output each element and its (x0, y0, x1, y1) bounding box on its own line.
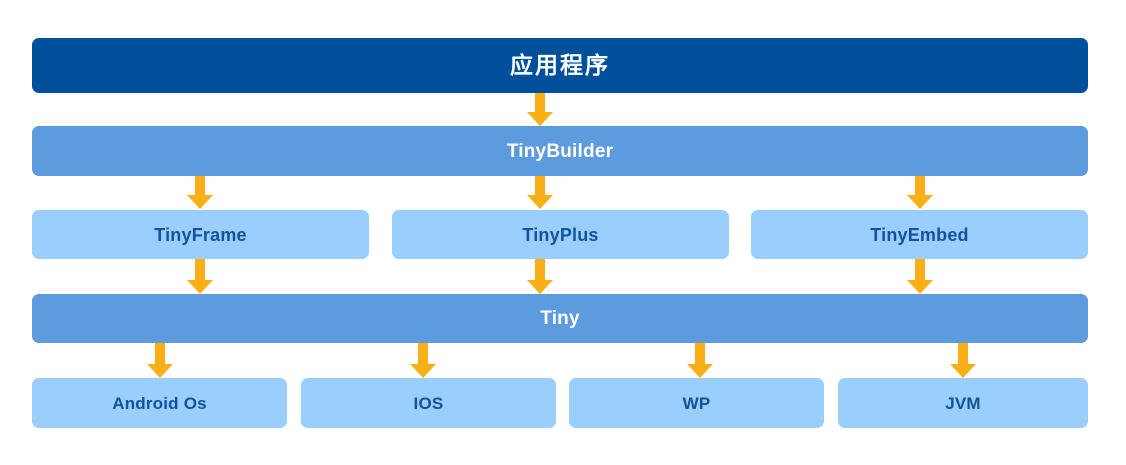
node-ios[interactable]: IOS (301, 378, 556, 428)
node-jvm-label: JVM (945, 393, 981, 413)
arrow-builder-to-tinyframe (187, 176, 213, 209)
node-tinyembed[interactable]: TinyEmbed (751, 210, 1088, 259)
arrow-builder-to-tinyplus (527, 176, 553, 209)
node-ios-label: IOS (413, 393, 444, 413)
arrow-tinyplus-to-tiny (527, 259, 553, 294)
node-tinyplus[interactable]: TinyPlus (392, 210, 729, 259)
node-tiny[interactable]: Tiny (32, 294, 1088, 343)
node-wp-label: WP (682, 393, 711, 413)
arrow-app-to-builder (527, 93, 553, 126)
node-tinyframe-label: TinyFrame (154, 224, 247, 245)
node-android-os[interactable]: Android Os (32, 378, 287, 428)
node-application-label: 应用程序 (510, 52, 610, 78)
node-tinyplus-label: TinyPlus (522, 224, 599, 245)
node-tinybuilder[interactable]: TinyBuilder (32, 126, 1088, 176)
node-tinybuilder-label: TinyBuilder (506, 140, 614, 162)
node-wp[interactable]: WP (569, 378, 824, 428)
arrow-tinyframe-to-tiny (187, 259, 213, 294)
arrow-tiny-to-ios (410, 343, 436, 378)
node-jvm[interactable]: JVM (838, 378, 1088, 428)
arrow-tiny-to-wp (687, 343, 713, 378)
arrow-tinyembed-to-tiny (907, 259, 933, 294)
node-tiny-label: Tiny (540, 308, 580, 329)
node-tinyframe[interactable]: TinyFrame (32, 210, 369, 259)
node-android-os-label: Android Os (112, 393, 207, 413)
arrow-tiny-to-jvm (950, 343, 976, 378)
arrow-builder-to-tinyembed (907, 176, 933, 209)
arrow-tiny-to-android (147, 343, 173, 378)
node-application[interactable]: 应用程序 (32, 38, 1088, 93)
node-tinyembed-label: TinyEmbed (870, 224, 969, 245)
